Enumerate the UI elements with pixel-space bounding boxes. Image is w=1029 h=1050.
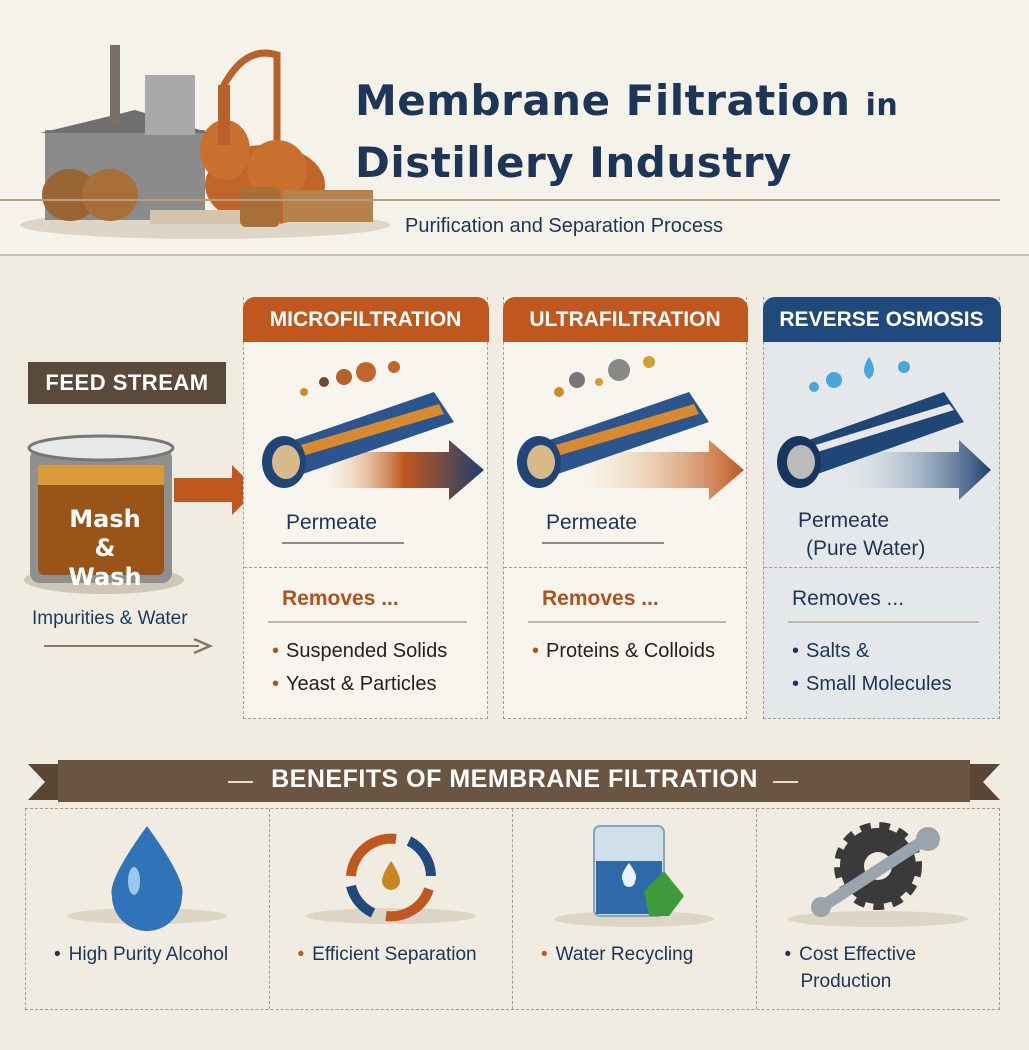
vessel-label-line-2: Wash [68, 563, 142, 591]
permeate-label: Permeate [286, 511, 378, 534]
subtitle: Purification and Separation Process [405, 215, 723, 237]
permeate-note: (Pure Water) [806, 537, 926, 560]
membrane-tube-icon [777, 357, 991, 500]
water-drop-icon [67, 826, 228, 931]
benefit-text: Cost Effective [799, 944, 917, 965]
permeate-text: Permeate [798, 509, 890, 532]
stage-title: REVERSE OSMOSIS [762, 297, 1001, 342]
list-item: Small Molecules [792, 668, 952, 701]
feed-caption: Impurities & Water [32, 608, 188, 629]
divider [788, 621, 979, 623]
stage-card-reverse-osmosis: REVERSE OSMOSIS Permeate (Pure Water) Rem… [762, 297, 1001, 719]
removes-list: Proteins & Colloids [532, 635, 715, 668]
stage-title: ULTRAFILTRATION [502, 297, 748, 342]
benefits-panel: •High Purity Alcohol •Efficient Separati… [25, 808, 1000, 1010]
divider [244, 567, 487, 568]
benefits-banner [28, 760, 1000, 802]
beaker-recycle-icon [554, 825, 715, 927]
membrane-tube-icon [262, 361, 484, 500]
divider [282, 542, 404, 544]
benefit-item: •Efficient Separation [270, 809, 513, 1009]
stage-title: MICROFILTRATION [242, 297, 489, 342]
benefit-text-line-2: Production [800, 971, 892, 992]
vessel-label: Mash &Wash [55, 505, 155, 592]
removes-list: Salts & Small Molecules [792, 635, 952, 701]
feed-stream-label: FEED STREAM [28, 362, 226, 404]
removes-heading: Removes ... [792, 587, 905, 610]
title-text: Membrane Filtration [355, 76, 851, 125]
stage-card-microfiltration: MICROFILTRATION Permeate Removes ... Sus… [242, 297, 489, 719]
divider [764, 567, 999, 568]
benefit-label: •Water Recycling [541, 944, 694, 965]
distillery-illustration-icon [20, 45, 390, 239]
benefit-text: High Purity Alcohol [68, 944, 229, 965]
benefit-label: •High Purity Alcohol [54, 944, 229, 965]
membrane-tube-icon [517, 356, 744, 500]
benefit-label: •Efficient Separation [297, 944, 477, 965]
page-title-line-2: Distillery Industry [355, 138, 792, 187]
vessel-icon [24, 434, 257, 594]
gear-wrench-icon [787, 822, 968, 927]
benefit-text: Efficient Separation [312, 944, 477, 965]
divider [0, 199, 1000, 201]
title-in: in [865, 88, 899, 123]
divider [268, 621, 467, 623]
divider [504, 567, 746, 568]
permeate-label: Permeate [546, 511, 638, 534]
removes-list: Suspended Solids Yeast & Particles [272, 635, 447, 701]
benefit-text: Water Recycling [555, 944, 694, 965]
recycle-arrows-icon [305, 833, 476, 924]
divider [528, 621, 726, 623]
arrow-right-icon [44, 637, 214, 655]
removes-heading: Removes ... [282, 587, 399, 610]
benefit-item: •Water Recycling [513, 809, 757, 1009]
benefits-title: BENEFITS OF MEMBRANE FILTRATION [271, 765, 758, 793]
permeate-label: Permeate (Pure Water) [798, 507, 925, 563]
removes-heading: Removes ... [542, 587, 659, 610]
list-item: Proteins & Colloids [532, 635, 715, 668]
stage-card-ultrafiltration: ULTRAFILTRATION Permeate Removes ... Pro… [502, 297, 748, 719]
divider [542, 542, 664, 544]
list-item: Yeast & Particles [272, 668, 447, 701]
vessel-label-line-1: Mash & [69, 505, 141, 562]
list-item: Salts & [792, 635, 952, 668]
benefit-item: •High Purity Alcohol [26, 809, 270, 1009]
page-title-line-1: Membrane Filtration in [355, 76, 898, 125]
list-item: Suspended Solids [272, 635, 447, 668]
